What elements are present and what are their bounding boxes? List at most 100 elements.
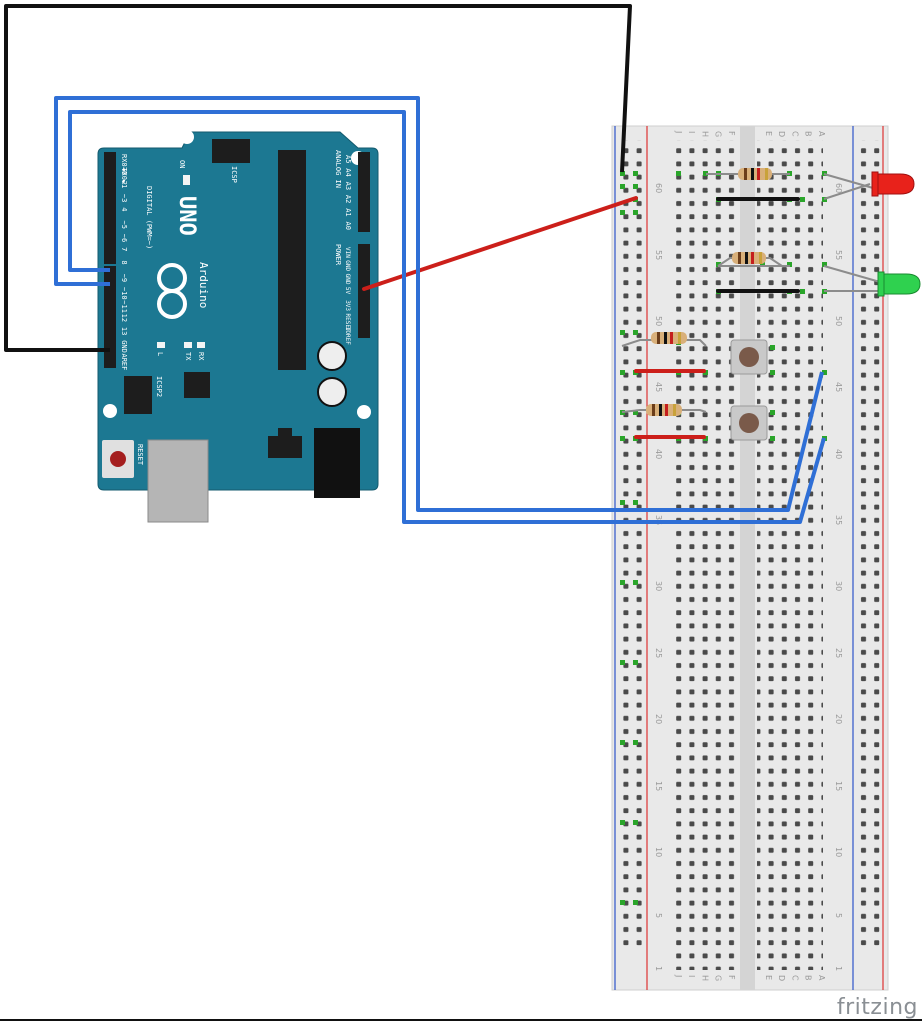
icsp2-header — [124, 376, 152, 414]
icsp-label: ICSP — [230, 166, 238, 183]
digital-pin-label: 7 — [120, 247, 128, 251]
resistor — [717, 252, 790, 267]
analog-pin-label: A0 — [344, 222, 352, 230]
row-label: 10 — [834, 847, 843, 857]
row-label: 35 — [834, 515, 843, 525]
usb-chip — [184, 372, 210, 398]
row-label: 15 — [654, 781, 663, 791]
row-label: 25 — [654, 648, 663, 658]
icsp2-label: ICSP2 — [155, 376, 163, 397]
row-label: 5 — [834, 913, 843, 918]
reset-label: RESET — [136, 444, 144, 466]
row-label: 25 — [834, 648, 843, 658]
digital-pin-label: ~6 — [120, 234, 128, 242]
row-label: 55 — [654, 250, 663, 260]
row-label: 20 — [834, 714, 843, 724]
digital-pin-label: ~11 — [120, 300, 128, 313]
regulator — [268, 436, 302, 458]
digital-pin-label: RX0◄0 — [120, 154, 128, 175]
row-label: 45 — [654, 382, 663, 392]
analog-pin-label: A1 — [344, 208, 352, 216]
usb-port — [147, 439, 209, 523]
row-label: 50 — [834, 316, 843, 326]
arduino-logo — [157, 263, 187, 319]
resistor — [621, 332, 707, 347]
digital-pin-label: 8 — [120, 260, 128, 264]
row-label: 5 — [654, 913, 663, 918]
mount-hole — [103, 404, 117, 418]
on-label: ON — [178, 160, 186, 168]
row-label: 55 — [834, 250, 843, 260]
brand-label: Arduino — [197, 262, 210, 308]
power-jack — [314, 428, 360, 498]
power-pin-label: GND — [344, 260, 351, 271]
capacitor — [317, 341, 347, 371]
analog-pin-label: A3 — [344, 182, 352, 190]
led-red — [871, 171, 915, 197]
digital-pin-label: 13 — [120, 327, 128, 335]
regulator-tab — [278, 428, 292, 438]
resistor — [621, 404, 707, 416]
digital-pin-label: 2 — [120, 181, 128, 185]
row-label: 40 — [654, 449, 663, 459]
digital-header — [104, 266, 116, 368]
digital-pin-label: ~3 — [120, 194, 128, 202]
led-legs-green — [823, 265, 881, 292]
column-letter: E — [764, 975, 773, 980]
atmega-chip — [278, 150, 306, 370]
row-label: 10 — [654, 847, 663, 857]
column-letter: D — [777, 975, 786, 981]
digital-pin-label: 12 — [120, 314, 128, 322]
digital-header — [104, 152, 116, 264]
column-letter: G — [714, 975, 723, 981]
tx-led — [184, 342, 192, 348]
uno-label: UNO — [174, 196, 199, 236]
pushbutton — [730, 339, 768, 375]
led-legs-red — [823, 173, 881, 200]
wire-gnd-black — [4, 4, 632, 352]
reset-button-cap — [110, 451, 126, 467]
power-pin-label: GND — [344, 274, 351, 285]
column-letter: F — [727, 975, 736, 980]
led-green — [877, 271, 921, 297]
column-letter: A — [817, 131, 826, 137]
arduino-uno-board: UNO Arduino DIGITAL (PWM=~) ANALOG IN PO… — [97, 130, 379, 523]
on-led — [183, 175, 190, 185]
column-letter: I — [687, 975, 696, 977]
column-letter: J — [674, 974, 683, 977]
mount-hole — [357, 405, 371, 419]
rx-led — [197, 342, 205, 348]
column-letter: D — [777, 131, 786, 137]
power-pin-label: 3V3 — [344, 300, 351, 311]
mount-hole — [180, 130, 194, 144]
digital-pin-label: ~5 — [120, 221, 128, 229]
holes-left-terminal — [673, 140, 739, 970]
column-letter: J — [674, 130, 683, 133]
rx-label: RX — [197, 352, 205, 361]
column-letter: E — [764, 131, 773, 136]
column-letter: A — [817, 975, 826, 981]
digital-pin-label: ~10 — [120, 287, 128, 300]
digital-pin-label: TX0►1 — [120, 167, 128, 188]
resistor — [706, 168, 790, 180]
row-label: 40 — [834, 449, 843, 459]
l-label: L — [156, 352, 164, 356]
column-letter: C — [790, 975, 799, 981]
row-label: 60 — [834, 183, 843, 193]
digital-pin-label: GND — [120, 340, 128, 353]
wire-5v-red — [362, 196, 638, 291]
pushbutton — [730, 405, 768, 441]
holes-right-rail — [857, 140, 883, 950]
column-letter: C — [790, 131, 799, 137]
capacitor — [317, 377, 347, 407]
power-pin-label: VIN — [344, 247, 351, 258]
column-letter: G — [714, 131, 723, 137]
row-label: 30 — [834, 581, 843, 591]
power-pin-label: 5V — [344, 287, 351, 295]
holes-left-rail — [618, 140, 644, 950]
